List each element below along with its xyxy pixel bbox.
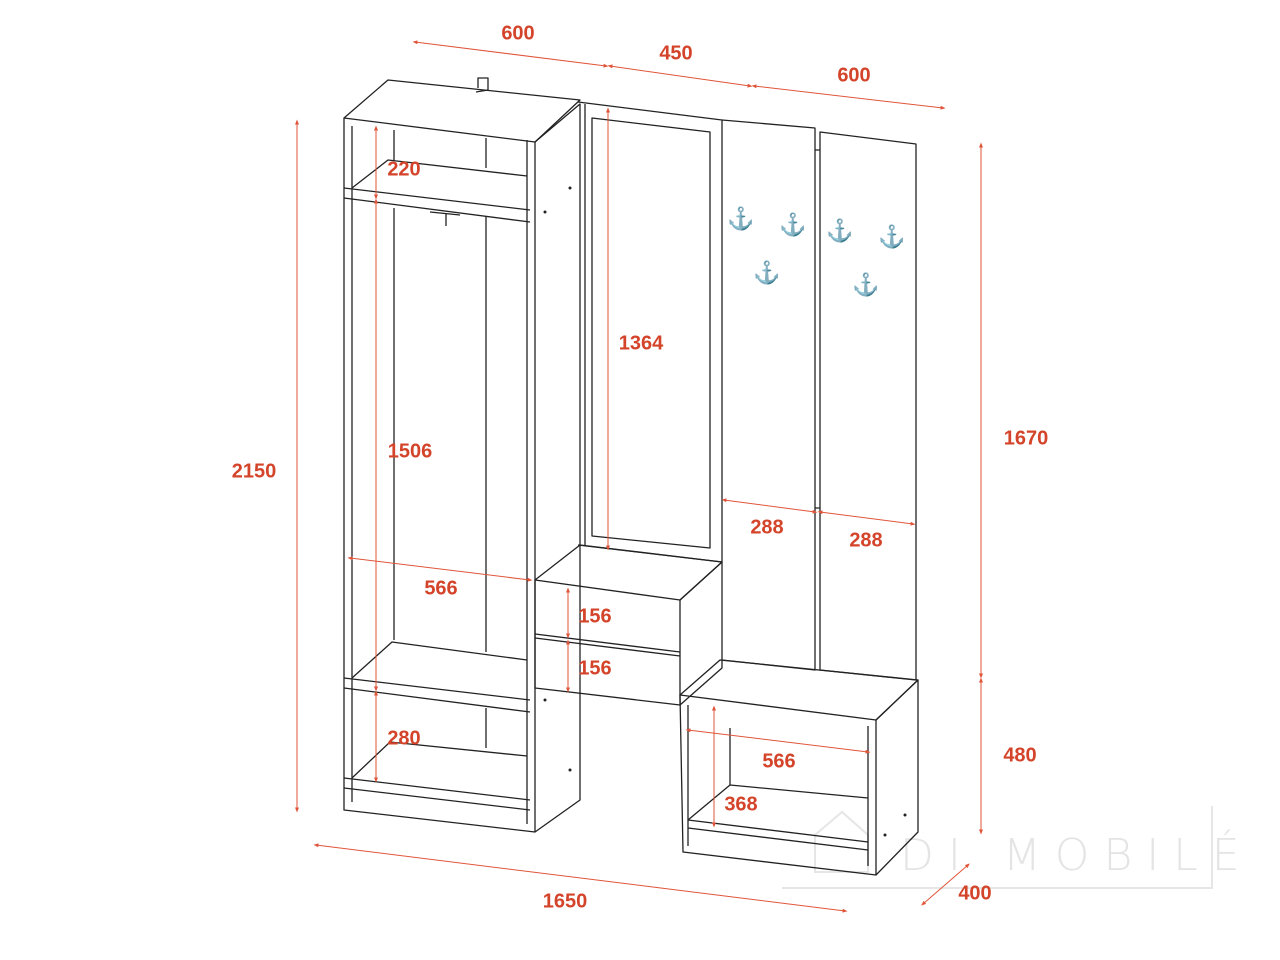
dim-total-width: 1650	[543, 890, 588, 912]
dimension-lines	[295, 40, 983, 913]
hanger-rail-icon	[429, 211, 461, 226]
bracket-icon	[475, 77, 489, 93]
watermark: DI MOBILÉ	[782, 806, 1254, 889]
hook-icon: ⚓	[779, 212, 806, 237]
hook-icon: ⚓	[878, 224, 905, 249]
watermark-text: DI MOBILÉ	[900, 828, 1254, 881]
dim-bench-height: 480	[1003, 744, 1036, 766]
dim-inner-width-bench: 566	[762, 750, 795, 772]
dim-panel-width-2: 288	[849, 529, 882, 551]
hook-icon: ⚓	[727, 206, 754, 231]
hook-icon: ⚓	[852, 272, 879, 297]
coat-panels	[721, 119, 917, 681]
dim-panel-width-1: 288	[750, 516, 783, 538]
dim-top-right-width: 600	[837, 64, 870, 86]
dim-mirror-height: 1364	[619, 332, 664, 354]
dim-bottom-shelf: 280	[387, 727, 420, 749]
drawer-unit	[534, 544, 723, 706]
dim-bench-inner-height: 368	[724, 793, 757, 815]
dim-drawer-2: 156	[578, 657, 611, 679]
coat-hooks: ⚓ ⚓ ⚓ ⚓ ⚓ ⚓	[727, 206, 905, 297]
dimension-labels: 600 450 600 2150 1670 480 1650 400 220 1…	[232, 22, 1049, 912]
dim-hanging-height: 1506	[388, 440, 433, 462]
dim-total-height: 2150	[232, 460, 277, 482]
dim-inner-width-left: 566	[424, 577, 457, 599]
dim-depth: 400	[958, 882, 991, 904]
hook-icon: ⚓	[826, 218, 853, 243]
hook-icon: ⚓	[753, 260, 780, 285]
dim-top-mid-width: 450	[659, 42, 692, 64]
dim-top-left-width: 600	[501, 22, 534, 44]
dim-panel-height: 1670	[1004, 427, 1049, 449]
bench	[679, 659, 919, 876]
dim-drawer-1: 156	[578, 605, 611, 627]
dim-top-shelf: 220	[387, 158, 420, 180]
left-wardrobe	[343, 77, 581, 833]
